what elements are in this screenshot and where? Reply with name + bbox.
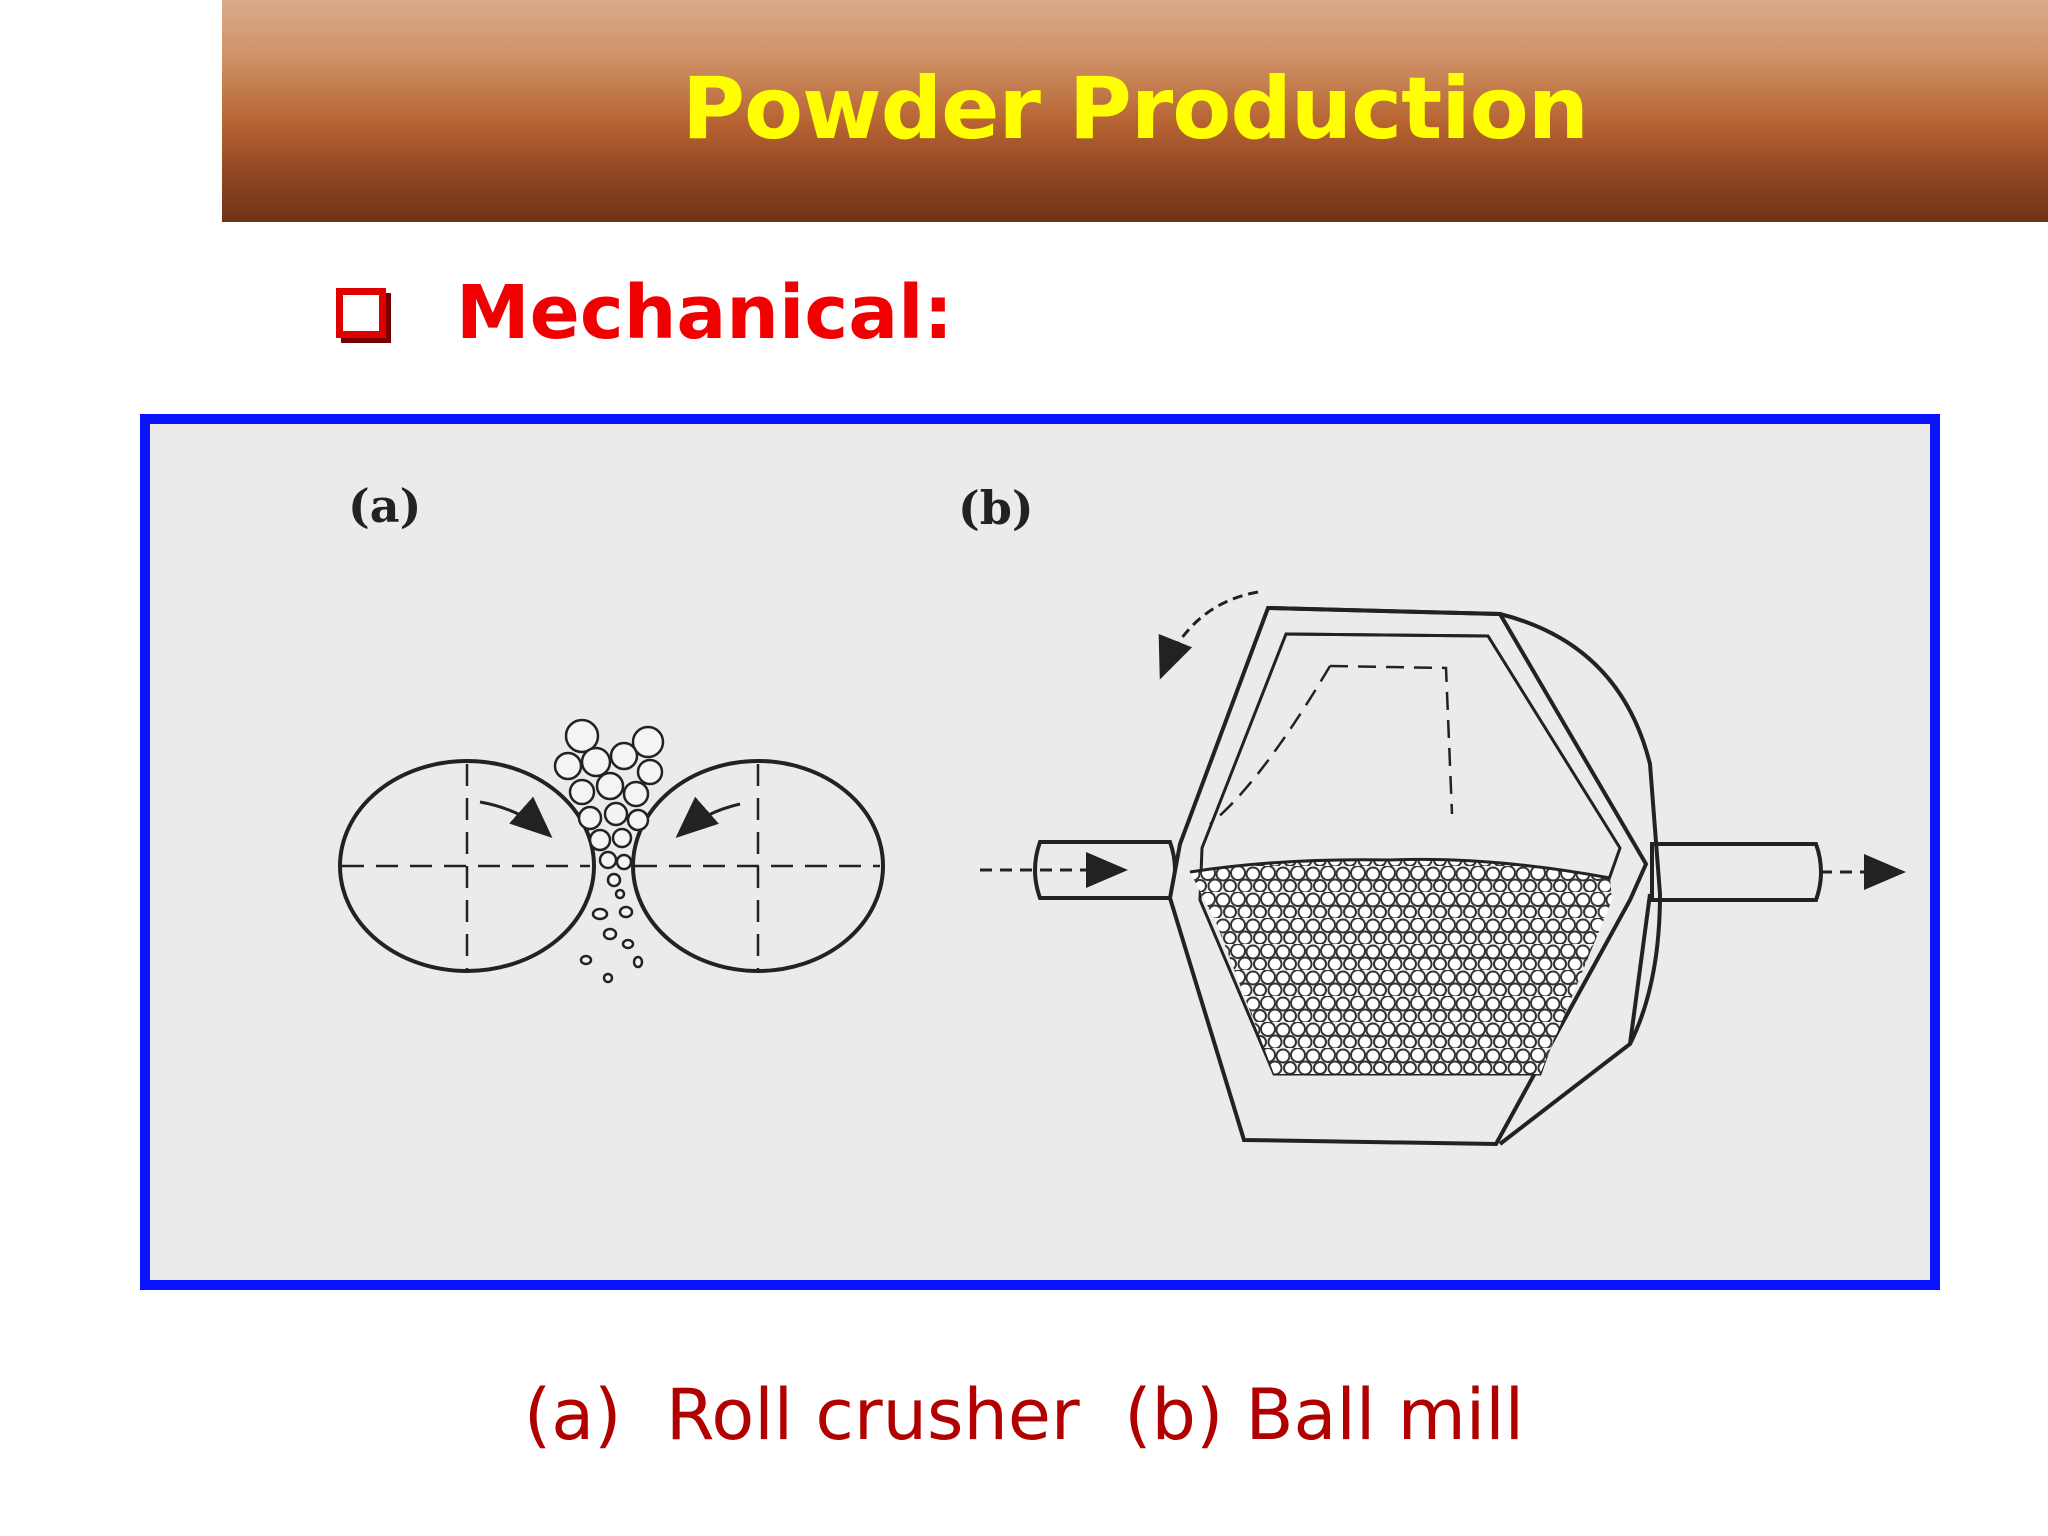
feed-particles <box>553 718 665 888</box>
right-roll-rotation-arrow <box>675 796 741 838</box>
page-title: Powder Production <box>682 59 1589 159</box>
label-b: (b) <box>958 481 1034 535</box>
caption-roll-crusher: (a) Roll crusher <box>523 1374 1080 1456</box>
mill-rotation-arrow <box>1158 590 1259 680</box>
figure-caption: (a) Roll crusher (b) Ball mill <box>0 1380 2048 1450</box>
label-a: (a) <box>348 479 421 533</box>
caption-ball-mill: (b) Ball mill <box>1124 1374 1525 1456</box>
product-particles <box>579 888 644 984</box>
left-roll-rotation-arrow <box>479 796 553 838</box>
mill-diagram: (a) (b) <box>338 479 1906 1147</box>
checkbox-bullet-icon <box>336 288 386 338</box>
figure-frame: (a) (b) <box>140 414 1940 1290</box>
mill-end-cap <box>1498 612 1663 1146</box>
title-bar: Powder Production <box>222 0 2048 222</box>
bullet-row: Mechanical: <box>336 268 953 358</box>
bullet-label: Mechanical: <box>456 270 954 356</box>
ball-mill <box>980 590 1906 1147</box>
roll-crusher <box>338 718 885 984</box>
caption-spacer <box>1080 1374 1125 1456</box>
outlet-pipe <box>1650 842 1823 902</box>
